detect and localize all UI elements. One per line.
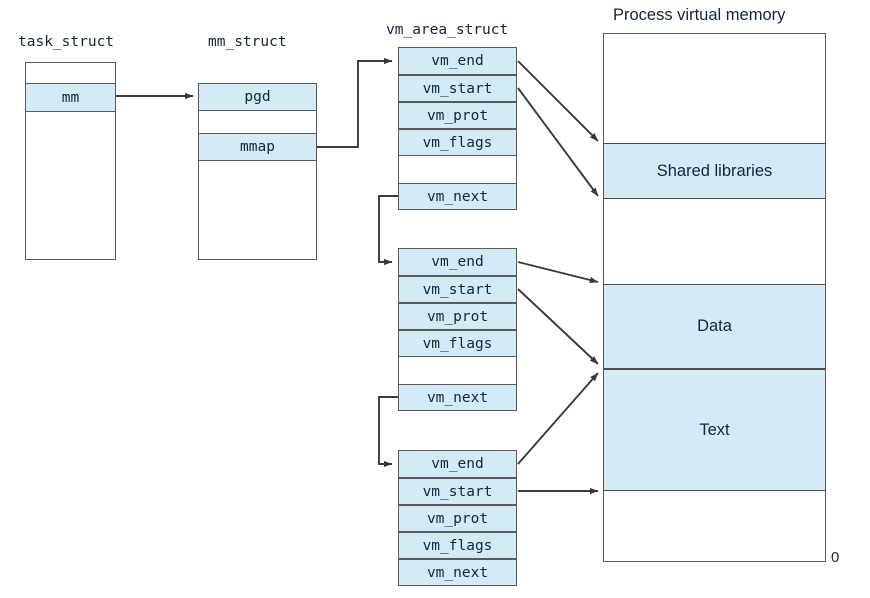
- vma1-vm-end[interactable]: vm_end: [399, 47, 516, 75]
- mm-struct-row-3: [199, 161, 316, 258]
- pvm-segment-gap: [604, 199, 825, 284]
- task-struct-row-mm[interactable]: mm: [26, 83, 115, 112]
- vma3-vm-start[interactable]: vm_start: [399, 478, 516, 505]
- vma1-vm-next[interactable]: vm_next: [399, 183, 516, 210]
- arrow-mmap-to-vma1: [317, 57, 393, 148]
- arrow-vma1-vmend-to-shared-libraries-top: [517, 60, 599, 142]
- vma1-vm-prot[interactable]: vm_prot: [399, 102, 516, 129]
- process-virtual-memory-title: Process virtual memory: [613, 6, 786, 24]
- vm-area-struct-caption: vm_area_struct: [386, 22, 509, 38]
- task-struct-caption: task_struct: [18, 34, 115, 50]
- task-struct-row-0: [26, 63, 115, 83]
- vma2-vm-flags[interactable]: vm_flags: [399, 330, 516, 357]
- vma2-vm-prot[interactable]: vm_prot: [399, 303, 516, 330]
- arrow-vma2-vmend-to-data-top: [517, 261, 599, 284]
- vma2-vm-next[interactable]: vm_next: [399, 384, 516, 411]
- mm-struct-caption: mm_struct: [208, 34, 287, 50]
- vma-text-box: vm_end vm_start vm_prot vm_flags vm_next: [398, 450, 517, 586]
- mm-struct-row-mmap[interactable]: mmap: [199, 133, 316, 161]
- pvm-segment-text: Text: [604, 369, 825, 491]
- pvm-segment-data: Data: [604, 284, 825, 369]
- arrow-vma1-vmstart-to-shared-libraries-bottom: [517, 87, 599, 197]
- vma-data-box: vm_end vm_start vm_prot vm_flags vm_next: [398, 248, 517, 411]
- vma3-vm-prot[interactable]: vm_prot: [399, 505, 516, 532]
- vma1-vm-flags[interactable]: vm_flags: [399, 129, 516, 156]
- arrow-vma2-vmstart-to-data-bottom: [517, 288, 599, 365]
- vma1-spacer: [399, 156, 516, 183]
- mm-struct-row-1: [199, 111, 316, 133]
- arrow-vma2-vmnext-to-vma3: [378, 396, 398, 468]
- vma3-vm-flags[interactable]: vm_flags: [399, 532, 516, 559]
- vma-shared-libraries-box: vm_end vm_start vm_prot vm_flags vm_next: [398, 47, 517, 210]
- pvm-segment-bottom-unused: [604, 491, 825, 561]
- arrow-vma1-vmnext-to-vma2: [378, 195, 398, 266]
- vma2-vm-end[interactable]: vm_end: [399, 248, 516, 276]
- mm-struct-box: pgd mmap: [198, 83, 317, 260]
- vma3-vm-next[interactable]: vm_next: [399, 559, 516, 586]
- mm-struct-row-pgd[interactable]: pgd: [199, 83, 316, 111]
- zero-address-label: 0: [831, 549, 840, 566]
- vma3-vm-end[interactable]: vm_end: [399, 450, 516, 478]
- pvm-segment-shared-libraries: Shared libraries: [604, 143, 825, 199]
- task-struct-box: mm: [25, 62, 116, 260]
- arrow-vma3-vmend-to-text-top: [517, 372, 599, 465]
- vma1-vm-start[interactable]: vm_start: [399, 75, 516, 102]
- vma2-vm-start[interactable]: vm_start: [399, 276, 516, 303]
- vma2-spacer: [399, 357, 516, 384]
- task-struct-row-2: [26, 112, 115, 258]
- process-virtual-memory-box: Shared libraries Data Text: [603, 33, 826, 562]
- pvm-segment-top-unused: [604, 34, 825, 143]
